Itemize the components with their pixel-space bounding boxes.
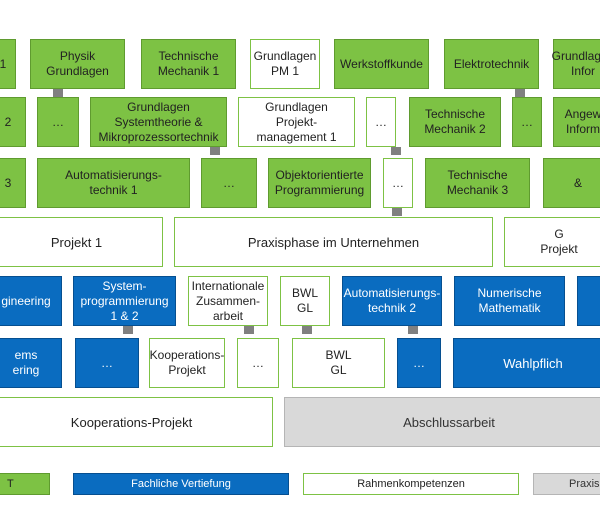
- module-label: 1: [0, 56, 7, 71]
- module-label: Physik Grundlagen: [46, 49, 109, 78]
- module-bwl-gl-2: BWL GL: [292, 338, 385, 388]
- legend-praxisphase-partial: Praxisp: [533, 473, 600, 495]
- module-abschlussarbeit: Abschlussarbeit: [284, 397, 600, 447]
- module-label: 3: [4, 175, 12, 190]
- module-label: Grundlagen Projekt- management 1: [256, 99, 337, 144]
- connector: [244, 326, 254, 334]
- legend-green: T: [0, 473, 50, 495]
- module-label: Objektorientierte Programmierung: [274, 168, 365, 197]
- module-wahlpflicht-partial: Wahlpflich: [453, 338, 600, 388]
- module-label: Automatisierungs- technik 2: [343, 286, 441, 315]
- module-label: …: [392, 175, 404, 190]
- module-technische-mechanik-3: Technische Mechanik 3: [425, 158, 530, 208]
- connector: [123, 326, 133, 334]
- module-label: Numerische Mathematik: [477, 286, 542, 315]
- module-automatisierungstechnik-1: Automatisierungs- technik 1: [37, 158, 190, 208]
- module-label: BWL GL: [291, 286, 318, 315]
- module-label: BWL GL: [325, 348, 352, 377]
- module-row3-right-partial: &: [543, 158, 600, 208]
- module-label: …: [252, 355, 264, 370]
- module-label: …: [413, 355, 425, 370]
- module-bwl-gl: BWL GL: [280, 276, 330, 326]
- module-kooperations-projekt: Kooperations- Projekt: [149, 338, 225, 388]
- module-elektrotechnik: Elektrotechnik: [444, 39, 539, 89]
- module-objektorientierte-programmierung: Objektorientierte Programmierung: [268, 158, 371, 208]
- module-internationale-zusammenarbeit: Internationale Zusammen- arbeit: [188, 276, 268, 326]
- module-placeholder: …: [383, 158, 413, 208]
- module-physik-grundlagen: Physik Grundlagen: [30, 39, 125, 89]
- module-label: …: [223, 175, 235, 190]
- module-row3-partial: 3: [0, 158, 26, 208]
- connector: [302, 326, 312, 334]
- connector: [408, 326, 418, 334]
- module-label: …: [521, 114, 533, 129]
- module-label: …: [101, 355, 113, 370]
- module-grundlagen-systemtheorie: Grundlagen Systemtheorie & Mikroprozesso…: [90, 97, 227, 147]
- module-engineering-partial: gineering: [0, 276, 62, 326]
- module-label: ems ering: [12, 348, 40, 377]
- module-label: Werkstoffkunde: [340, 56, 423, 71]
- module-placeholder: …: [201, 158, 257, 208]
- module-technische-mechanik-1: Technische Mechanik 1: [141, 39, 236, 89]
- module-placeholder: …: [237, 338, 279, 388]
- module-row5-right-partial: [577, 276, 600, 326]
- module-label: Technische Mechanik 2: [424, 107, 486, 136]
- connector: [210, 147, 220, 155]
- module-placeholder: …: [397, 338, 441, 388]
- module-praxisphase: Praxisphase im Unternehmen: [174, 217, 493, 267]
- module-numerische-mathematik: Numerische Mathematik: [454, 276, 565, 326]
- module-projekt-1: Projekt 1: [0, 217, 163, 267]
- module-projekt-partial: G Projekt: [504, 217, 600, 267]
- legend-rahmenkompetenzen: Rahmenkompetenzen: [303, 473, 519, 495]
- module-label: &: [573, 175, 582, 190]
- module-technische-mechanik-2: Technische Mechanik 2: [409, 97, 501, 147]
- module-row1-partial: 1: [0, 39, 16, 89]
- module-placeholder: …: [366, 97, 396, 147]
- legend-label: Rahmenkompetenzen: [357, 477, 465, 490]
- module-label: Angew Inform: [564, 107, 600, 136]
- module-label: Internationale Zusammen- arbeit: [191, 278, 265, 323]
- module-label: …: [375, 114, 387, 129]
- module-werkstoffkunde: Werkstoffkunde: [334, 39, 429, 89]
- module-grundlagen-projektmanagement-1: Grundlagen Projekt- management 1: [238, 97, 355, 147]
- module-label: Technische Mechanik 3: [446, 168, 509, 197]
- module-label: Praxisphase im Unternehmen: [247, 234, 420, 250]
- module-label: Grundlagen Systemtheorie & Mikroprozesso…: [98, 99, 219, 144]
- module-grundlagen-pm-1: Grundlagen PM 1: [250, 39, 320, 89]
- module-label: Abschlussarbeit: [403, 414, 495, 430]
- legend-label: T: [7, 477, 14, 490]
- module-label: gineering: [1, 293, 51, 308]
- module-label: Wahlpflich: [503, 355, 563, 371]
- module-label: Elektrotechnik: [453, 56, 530, 71]
- module-label: 2: [4, 114, 12, 129]
- connector: [392, 208, 402, 216]
- module-label: G Projekt: [540, 227, 578, 256]
- module-row2-partial: 2: [0, 97, 26, 147]
- module-placeholder: …: [512, 97, 542, 147]
- module-label: Kooperations- Projekt: [149, 348, 225, 377]
- module-grundlagen-informatik-partial: Grundlagen Infor: [551, 39, 600, 89]
- module-placeholder: …: [37, 97, 79, 147]
- legend-label: Fachliche Vertiefung: [131, 477, 231, 490]
- module-label: Grundlagen Infor: [551, 49, 600, 78]
- module-systemprogrammierung: System- programmierung 1 & 2: [73, 276, 176, 326]
- module-label: Automatisierungs- technik 1: [65, 168, 162, 197]
- module-kooperations-projekt-final: Kooperations-Projekt: [0, 397, 273, 447]
- module-label: Grundlagen PM 1: [253, 49, 317, 78]
- module-label: System- programmierung 1 & 2: [80, 278, 169, 323]
- module-label: Projekt 1: [50, 234, 103, 250]
- module-placeholder: …: [75, 338, 139, 388]
- module-automatisierungstechnik-2: Automatisierungs- technik 2: [342, 276, 442, 326]
- module-label: Technische Mechanik 1: [157, 49, 220, 78]
- connector: [391, 147, 401, 155]
- legend-fachliche-vertiefung: Fachliche Vertiefung: [73, 473, 289, 495]
- connector: [515, 89, 525, 97]
- module-angewandte-informatik-partial: Angew Inform: [553, 97, 600, 147]
- legend-label: Praxisp: [569, 477, 600, 490]
- module-systems-engineering-partial: ems ering: [0, 338, 62, 388]
- module-label: Kooperations-Projekt: [70, 414, 193, 430]
- module-label: …: [52, 114, 64, 129]
- connector: [53, 89, 63, 97]
